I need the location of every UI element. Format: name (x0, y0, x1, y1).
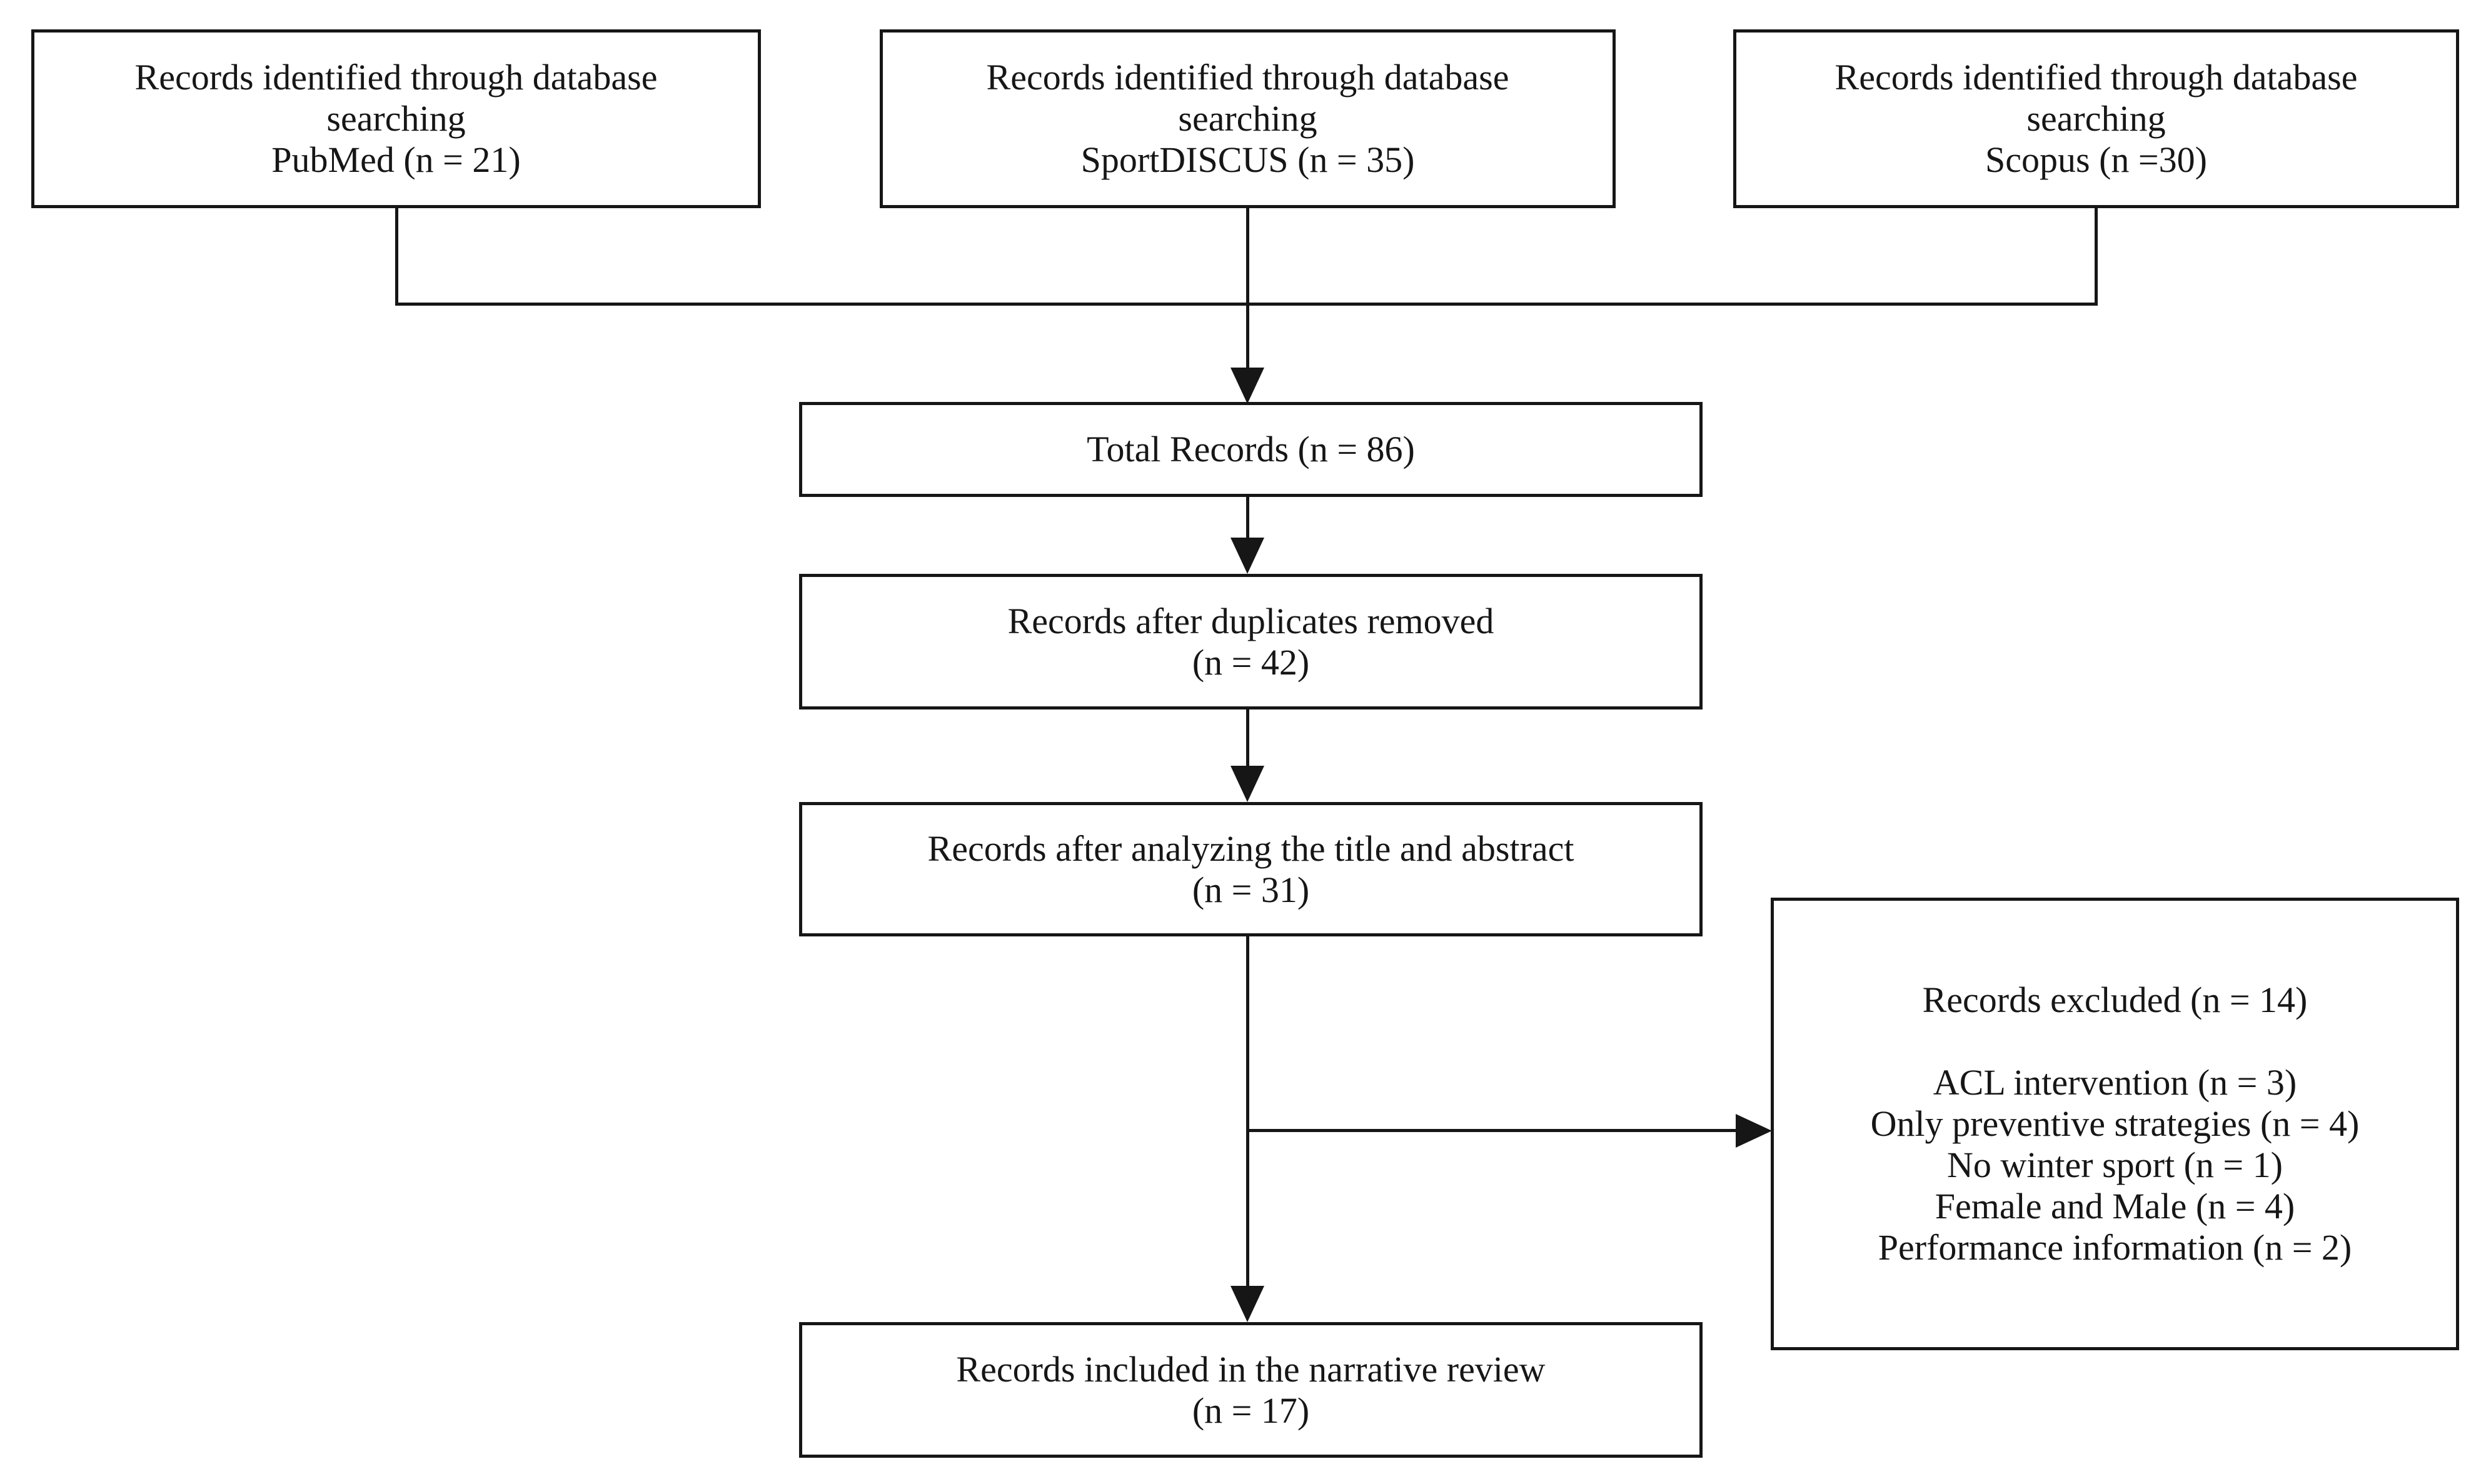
box-text-line: SportDISCUS (n = 35) (1080, 139, 1415, 180)
box-text-line: Records included in the narrative review (956, 1348, 1546, 1390)
box-text-line: searching (2026, 98, 2166, 139)
excluded-reason: Only preventive strategies (n = 4) (1870, 1103, 2360, 1144)
excluded-reason: Female and Male (n = 4) (1935, 1186, 2295, 1226)
box-records-pubmed: Records identified through database sear… (31, 29, 761, 208)
excluded-heading: Records excluded (n = 14) (1922, 980, 2308, 1020)
box-text-line: searching (326, 98, 466, 139)
box-text-line: searching (1178, 98, 1317, 139)
connector-center-drop (1246, 208, 1249, 369)
arrow-down-icon (1230, 1286, 1264, 1322)
arrow-right-icon (1736, 1114, 1772, 1148)
box-text-line: Scopus (n =30) (1985, 139, 2207, 180)
box-text-line: Records identified through database (986, 57, 1509, 98)
box-text-line: Records after analyzing the title and ab… (927, 828, 1574, 869)
box-text-line: (n = 42) (1192, 641, 1310, 683)
box-total-records: Total Records (n = 86) (799, 402, 1703, 497)
box-records-sportdiscus: Records identified through database sear… (880, 29, 1616, 208)
box-text-line: (n = 31) (1192, 869, 1310, 910)
arrow-down-icon (1230, 368, 1264, 404)
connector-scopus-drop (2095, 208, 2098, 306)
arrow-down-icon (1230, 538, 1264, 574)
connector-total-to-duplicates (1246, 497, 1249, 541)
box-text-line: Records identified through database (1834, 57, 2358, 98)
box-text-line: Total Records (n = 86) (1087, 429, 1415, 469)
connector-duplicates-to-title (1246, 709, 1249, 769)
excluded-reason: ACL intervention (n = 3) (1933, 1062, 2297, 1103)
box-duplicates-removed: Records after duplicates removed (n = 42… (799, 574, 1703, 709)
arrow-down-icon (1230, 766, 1264, 802)
connector-branch-to-excluded (1246, 1129, 1740, 1132)
box-text-line: Records identified through database (134, 57, 658, 98)
connector-pubmed-drop (395, 208, 398, 306)
box-text-line: Records after duplicates removed (1007, 600, 1494, 641)
excluded-reason: No winter sport (n = 1) (1947, 1145, 2283, 1185)
box-text-line: (n = 17) (1192, 1390, 1310, 1431)
connector-title-to-included (1246, 936, 1249, 1288)
excluded-reason: Performance information (n = 2) (1878, 1227, 2352, 1268)
box-records-excluded: Records excluded (n = 14) ACL interventi… (1771, 898, 2459, 1350)
box-records-included: Records included in the narrative review… (799, 1322, 1703, 1458)
box-text-line: PubMed (n = 21) (271, 139, 521, 180)
box-records-scopus: Records identified through database sear… (1733, 29, 2459, 208)
box-title-abstract-screen: Records after analyzing the title and ab… (799, 802, 1703, 936)
